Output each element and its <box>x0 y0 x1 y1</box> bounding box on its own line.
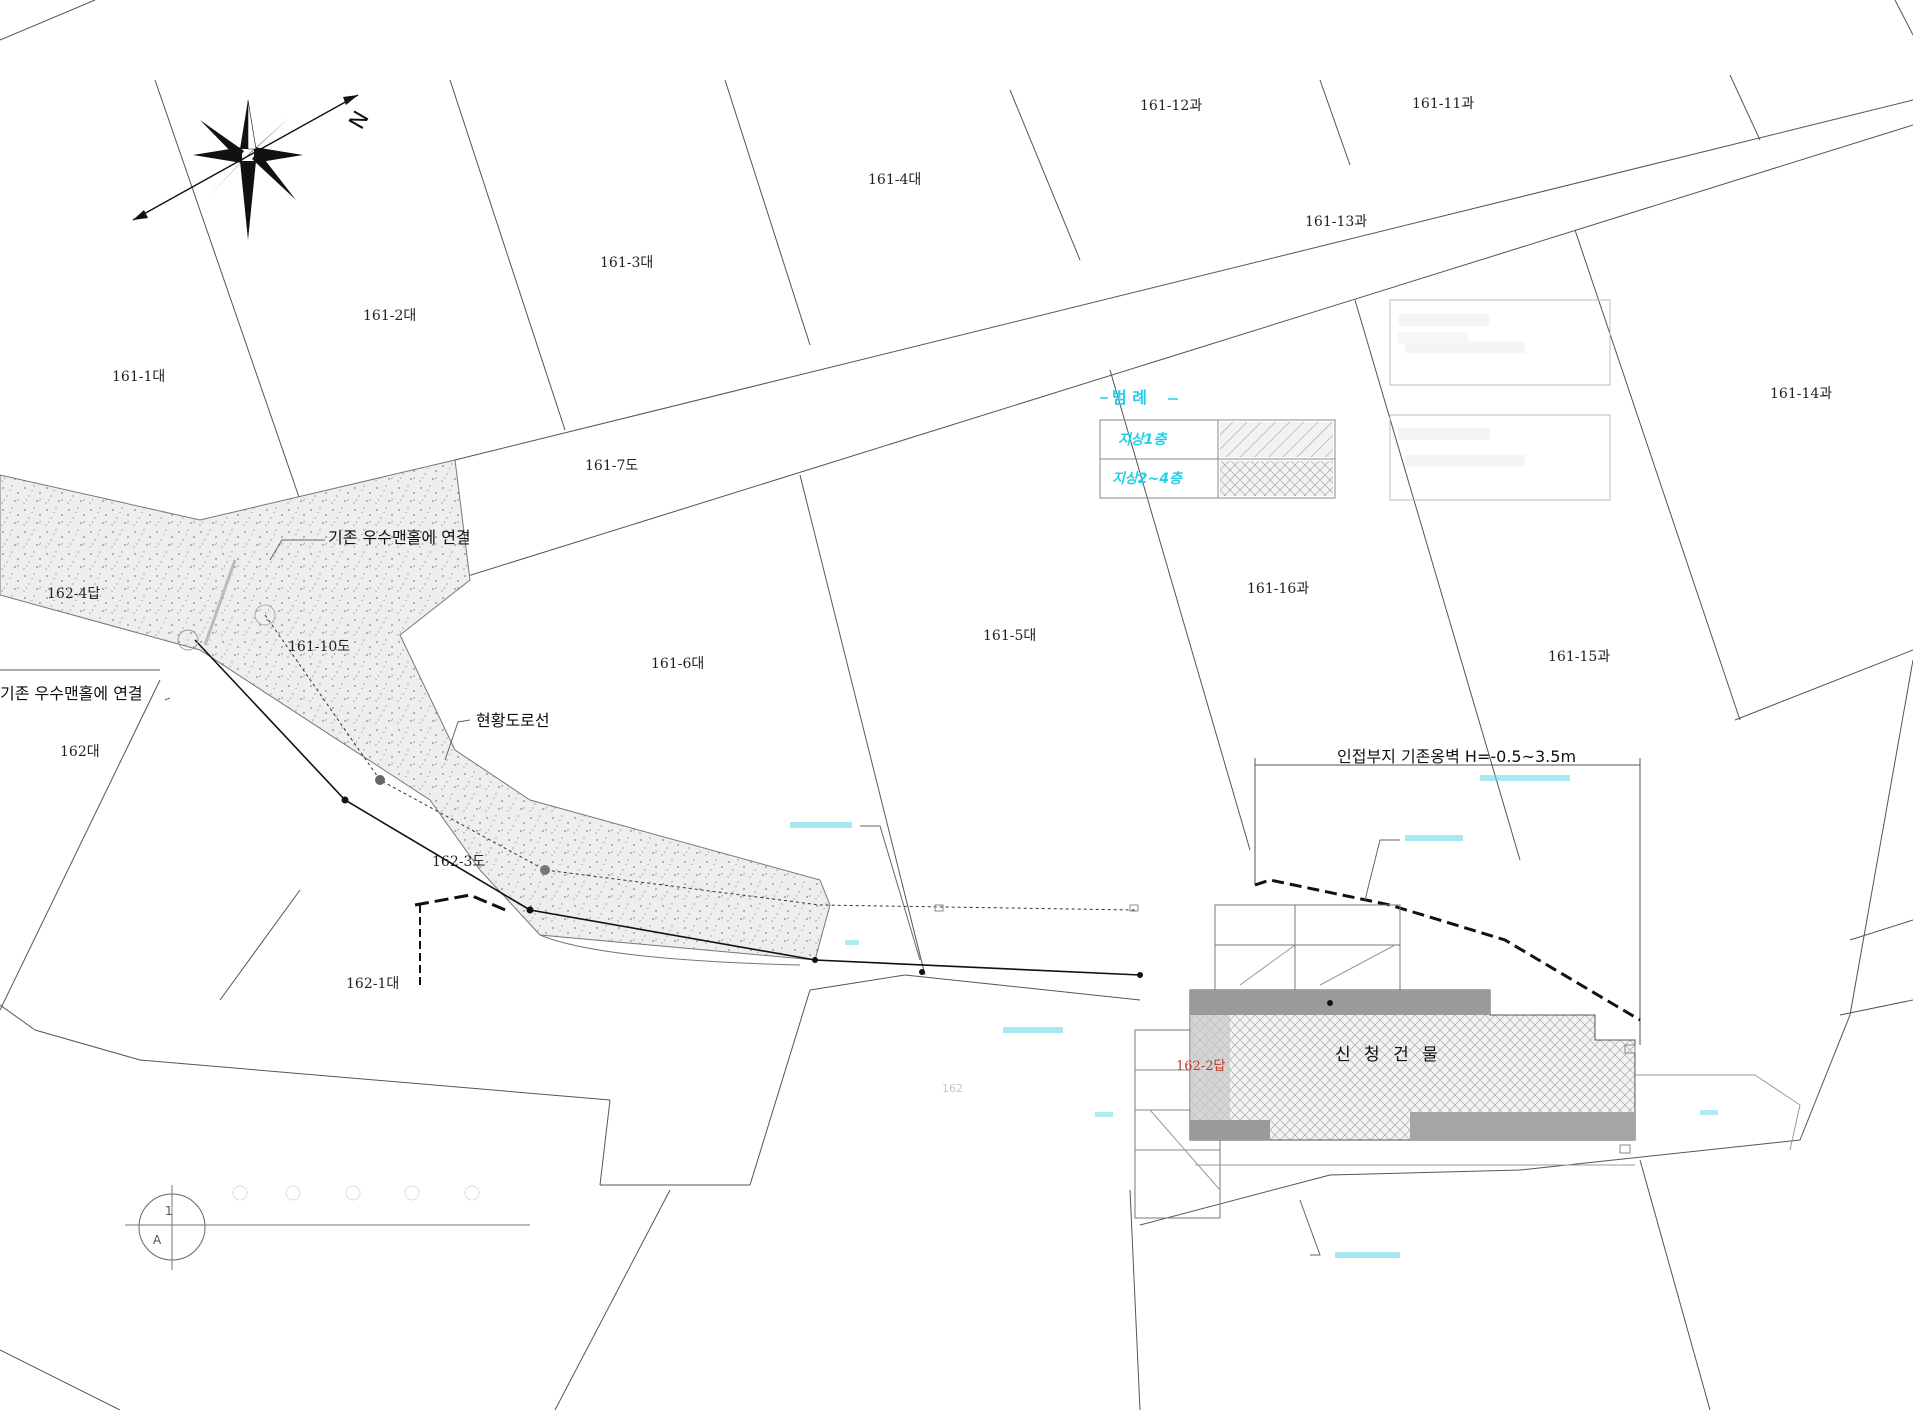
manhole-note-top: 기존 우수맨홀에 연결 <box>328 528 471 547</box>
retaining-wall-note: 인접부지 기존옹벽 H=-0.5~3.5m <box>1337 747 1576 766</box>
legend-item-floor-1: 지상1층 <box>1118 432 1168 448</box>
lot-label: 161-1대 <box>112 369 165 385</box>
compass-rose-icon: N <box>132 94 375 240</box>
lot-label: 161-16과 <box>1247 581 1309 597</box>
lot-label: 162-4답 <box>47 586 100 602</box>
section-marker-number: 1 <box>165 1204 173 1218</box>
lot-label: 162-2답 <box>1176 1059 1225 1074</box>
lot-label: 161-11과 <box>1412 96 1474 112</box>
lot-label: 161-3대 <box>600 255 653 271</box>
new-building <box>1189 989 1801 1166</box>
area-table <box>1389 299 1611 501</box>
north-label: N <box>345 107 375 134</box>
leader-lines <box>164 539 1400 1256</box>
section-marker: 1 A <box>125 1185 530 1270</box>
lot-label: 161-2대 <box>363 308 416 324</box>
new-building-label: 신 청 건 물 <box>1335 1045 1442 1065</box>
lot-label: 161-13과 <box>1305 214 1367 230</box>
lot-label: 162-3도 <box>432 854 485 870</box>
lot-label: 161-10도 <box>288 639 350 655</box>
retaining-wall <box>1134 758 1641 1219</box>
storm-pipes <box>177 559 1143 985</box>
legend: 범 례 지상1층 지상2~4층 <box>1099 388 1336 499</box>
lot-label: 161-6대 <box>651 656 704 672</box>
lot-label: 162대 <box>60 744 100 760</box>
lot-label: 161-15과 <box>1548 649 1610 665</box>
lot-label: 162 <box>942 1082 963 1095</box>
lot-label: 161-5대 <box>983 628 1036 644</box>
lot-labels: 161-12과 161-11과 161-4대 161-13과 161-3대 16… <box>47 96 1832 1095</box>
cyan-annotations <box>790 775 1718 1258</box>
legend-item-floor-2-4: 지상2~4층 <box>1112 471 1183 487</box>
lot-label: 161-4대 <box>868 172 921 188</box>
manhole-note-left: 기존 우수맨홀에 연결 <box>0 684 143 703</box>
section-marker-letter: A <box>153 1233 162 1247</box>
lot-label: 161-12과 <box>1140 98 1202 114</box>
lot-label: 161-7도 <box>585 458 638 474</box>
lot-label: 161-14과 <box>1770 386 1832 402</box>
lot-label: 162-1대 <box>346 976 399 992</box>
existing-road-area <box>0 459 831 966</box>
annotations: 기존 우수맨홀에 연결 기존 우수맨홀에 연결 현황도로선 인접부지 기존옹벽 … <box>0 528 1576 1065</box>
legend-title: 범 례 <box>1112 388 1147 407</box>
road-line-note: 현황도로선 <box>476 711 550 730</box>
